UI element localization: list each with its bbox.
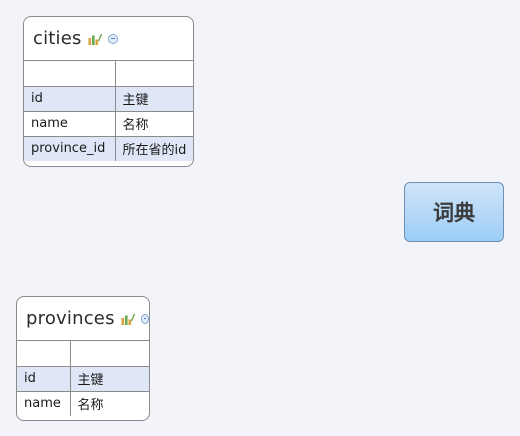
table-row[interactable]: name 名称 bbox=[17, 391, 149, 416]
field-description: 主键 bbox=[70, 366, 149, 392]
field-name: name bbox=[24, 111, 116, 137]
table-row[interactable]: province_id 所在省的id bbox=[24, 136, 193, 161]
table-row[interactable]: name 名称 bbox=[24, 111, 193, 137]
bar-chart-icon[interactable] bbox=[121, 313, 135, 325]
table-row bbox=[24, 61, 193, 87]
provinces-table[interactable]: provinces id 主键 name 名称 bbox=[16, 296, 150, 421]
column-header-1 bbox=[24, 61, 116, 87]
table-header: provinces bbox=[17, 297, 149, 341]
collapse-icon[interactable] bbox=[140, 313, 149, 324]
field-description: 所在省的id bbox=[115, 136, 193, 161]
cities-table[interactable]: cities id 主键 name 名称 province_id 所在省的id bbox=[23, 16, 194, 167]
column-header-1 bbox=[17, 341, 71, 367]
bar-chart-icon[interactable] bbox=[88, 33, 102, 45]
field-name: province_id bbox=[24, 136, 116, 161]
table-row bbox=[17, 341, 149, 367]
field-description: 主键 bbox=[115, 86, 193, 112]
column-header-2 bbox=[70, 341, 149, 367]
field-description: 名称 bbox=[77, 398, 104, 414]
dictionary-button[interactable]: 词典 bbox=[404, 182, 504, 242]
fields-table: id 主键 name 名称 province_id 所在省的id bbox=[24, 61, 193, 161]
field-description: 名称 bbox=[115, 111, 193, 137]
table-title: cities bbox=[33, 28, 82, 49]
field-name: name bbox=[17, 391, 71, 416]
field-name: id bbox=[17, 366, 71, 392]
table-title: provinces bbox=[26, 308, 115, 329]
fields-table: id 主键 name 名称 bbox=[17, 341, 149, 416]
collapse-icon[interactable] bbox=[107, 33, 118, 44]
table-row[interactable]: id 主键 bbox=[17, 366, 149, 392]
column-header-2 bbox=[115, 61, 193, 87]
table-row[interactable]: id 主键 bbox=[24, 86, 193, 112]
field-name: id bbox=[24, 86, 116, 112]
table-header: cities bbox=[24, 17, 193, 61]
